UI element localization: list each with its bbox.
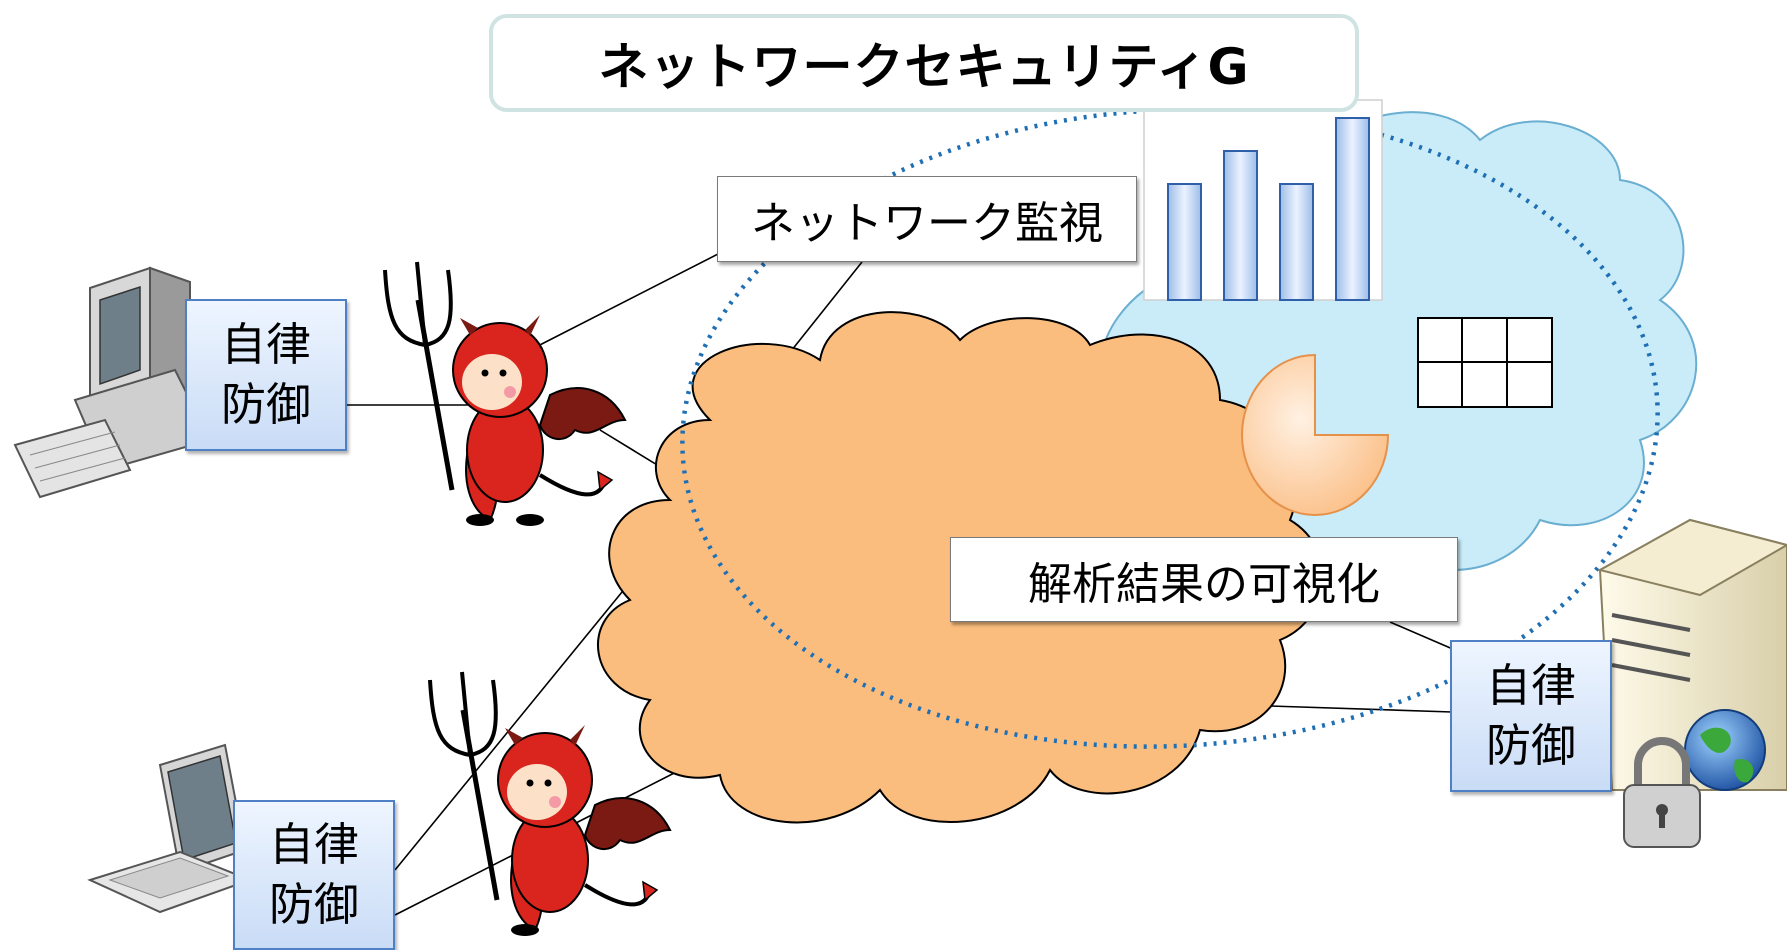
network-monitoring-label: ネットワーク監視 xyxy=(717,176,1137,262)
autonomous-defense-box-laptop: 自律 防御 xyxy=(233,800,395,950)
globe-icon xyxy=(1684,709,1766,791)
devil-attacker-icon xyxy=(383,261,627,526)
autonomous-defense-box-desktop: 自律 防御 xyxy=(185,299,347,451)
line-laptop-cloud xyxy=(394,569,641,871)
page-title: ネットワークセキュリティG xyxy=(489,14,1359,112)
autonomous-defense-line1: 自律 xyxy=(268,818,359,871)
monitoring-scope-ellipse xyxy=(680,107,1660,749)
line-server-viz xyxy=(1389,621,1456,651)
line-cloud-server xyxy=(1239,704,1453,713)
autonomous-defense-line1: 自律 xyxy=(1485,659,1576,712)
table-grid-icon xyxy=(1417,317,1553,408)
autonomous-defense-line2: 防御 xyxy=(1485,719,1576,772)
laptop-icon xyxy=(87,743,253,914)
devil-attacker-icon xyxy=(428,671,672,936)
bar-chart-icon xyxy=(1143,99,1383,301)
line-devil-monitor xyxy=(529,252,721,351)
autonomous-defense-line2: 防御 xyxy=(268,878,359,931)
desktop-computer-icon xyxy=(13,266,212,499)
autonomous-defense-box-server: 自律 防御 xyxy=(1450,640,1612,792)
padlock-icon xyxy=(1623,737,1701,848)
autonomous-defense-line1: 自律 xyxy=(220,318,311,371)
visualization-label: 解析結果の可視化 xyxy=(950,537,1458,622)
pie-chart-icon xyxy=(1241,353,1390,516)
autonomous-defense-line2: 防御 xyxy=(220,378,311,431)
